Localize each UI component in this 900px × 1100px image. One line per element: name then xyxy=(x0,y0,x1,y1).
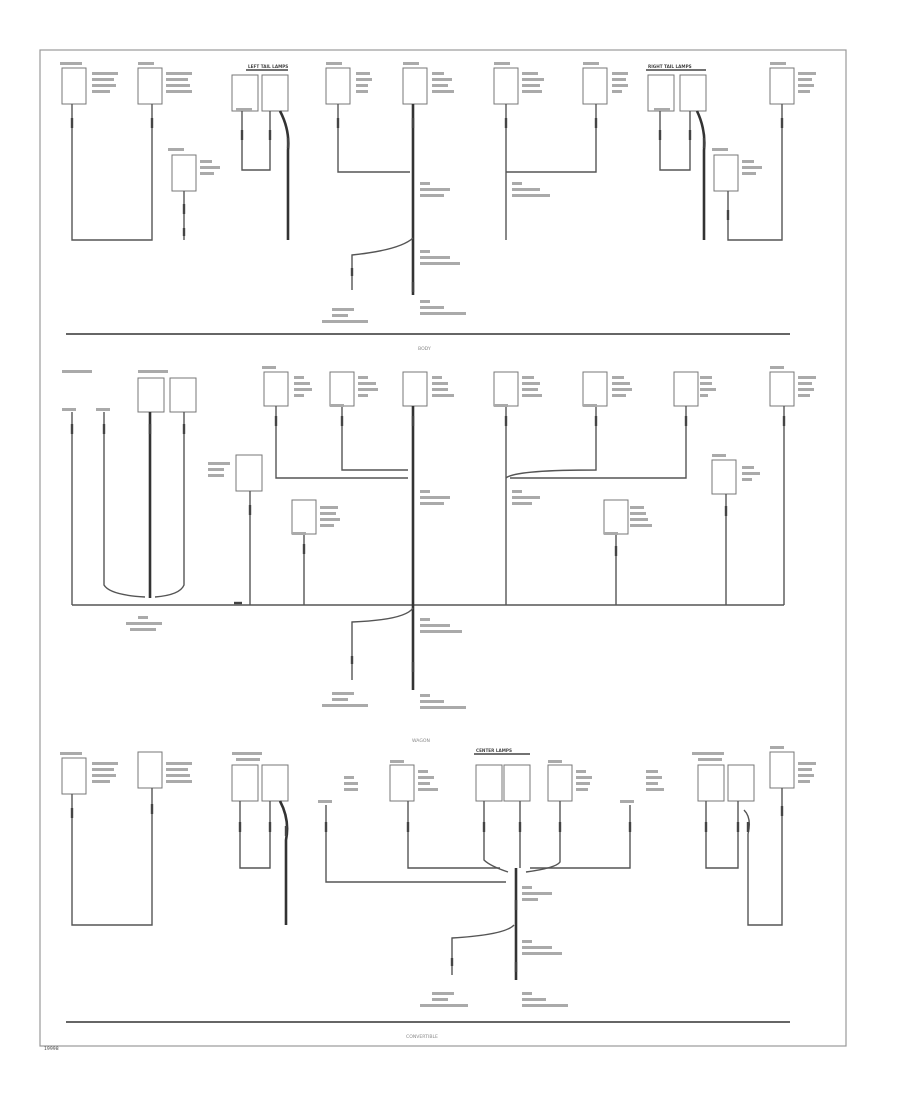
component-box xyxy=(673,371,699,407)
component-box xyxy=(711,459,737,495)
ground-wire xyxy=(351,607,414,680)
ground-wire xyxy=(337,104,410,173)
component-box xyxy=(137,751,163,789)
component-labels xyxy=(60,746,816,1007)
component-box xyxy=(547,764,573,802)
component-box xyxy=(503,764,531,802)
component-box xyxy=(169,377,197,413)
component-box xyxy=(769,371,795,407)
component-box xyxy=(61,757,87,795)
component-box xyxy=(582,371,608,407)
component-box xyxy=(325,67,351,105)
connector-marks xyxy=(70,118,784,292)
component-box xyxy=(713,154,739,192)
component-box xyxy=(582,67,608,105)
connector-marks xyxy=(70,804,784,972)
component-box xyxy=(603,499,629,535)
ground-wire xyxy=(743,788,783,926)
top-section: LEFT TAIL LAMPS RIGHT TAIL LAMPS BODY xyxy=(60,62,816,352)
component-labels xyxy=(62,366,816,709)
connector-marks xyxy=(70,416,786,672)
ground-wire xyxy=(510,406,687,479)
ground-wire xyxy=(71,104,153,241)
component-box xyxy=(329,371,355,407)
component-box xyxy=(263,371,289,407)
ground-wire xyxy=(103,412,146,598)
ground-wire xyxy=(525,801,561,873)
component-box xyxy=(475,764,503,802)
component-box xyxy=(493,67,519,105)
ground-wire xyxy=(506,104,597,173)
diagram-border xyxy=(39,49,847,1047)
component-labels xyxy=(60,62,816,323)
ground-wire xyxy=(659,111,691,171)
component-box xyxy=(389,764,415,802)
component-box xyxy=(231,74,259,112)
ground-wire xyxy=(705,801,739,869)
component-box xyxy=(769,67,795,105)
ground-wire xyxy=(505,406,597,479)
ground-wire xyxy=(407,801,500,869)
ground-wire xyxy=(530,805,631,869)
ground-wire xyxy=(341,406,408,471)
component-box xyxy=(171,154,197,192)
ground-wire xyxy=(71,788,153,926)
component-box xyxy=(647,74,675,112)
header-right-tail-lamps: RIGHT TAIL LAMPS xyxy=(648,64,692,69)
ground-wire xyxy=(278,800,289,925)
ground-wire xyxy=(241,111,271,171)
component-box xyxy=(231,764,259,802)
ground-wire xyxy=(351,237,414,290)
middle-section: WAGON xyxy=(62,366,816,744)
component-box xyxy=(679,74,707,112)
component-box xyxy=(493,371,519,407)
ground-wire xyxy=(325,805,506,883)
ground-wire xyxy=(451,924,515,975)
header-left-tail-lamps: LEFT TAIL LAMPS xyxy=(248,64,288,69)
component-box xyxy=(235,454,263,492)
header-center-lamps: CENTER LAMPS xyxy=(476,748,512,753)
component-box xyxy=(697,764,725,802)
component-box xyxy=(402,67,428,105)
bottom-section: CENTER LAMPS CONVERTIBLE xyxy=(60,746,816,1040)
component-box xyxy=(137,377,165,413)
component-box xyxy=(402,371,428,407)
component-box xyxy=(61,67,87,105)
component-box xyxy=(261,764,289,802)
ground-wire xyxy=(154,412,185,598)
footer-code: 19998 xyxy=(44,1046,59,1052)
component-box xyxy=(769,751,795,789)
ground-wire xyxy=(483,801,509,873)
component-box xyxy=(727,764,755,802)
ground-wire xyxy=(695,110,706,240)
ground-wire xyxy=(239,801,271,869)
ground-wire xyxy=(275,406,408,479)
component-box xyxy=(137,67,163,105)
section-label-convertible: CONVERTIBLE xyxy=(406,1034,438,1040)
component-box xyxy=(261,74,289,112)
component-box xyxy=(291,499,317,535)
section-label-wagon: WAGON xyxy=(412,738,430,744)
section-label-body: BODY xyxy=(418,346,431,352)
ground-wire xyxy=(278,110,290,240)
